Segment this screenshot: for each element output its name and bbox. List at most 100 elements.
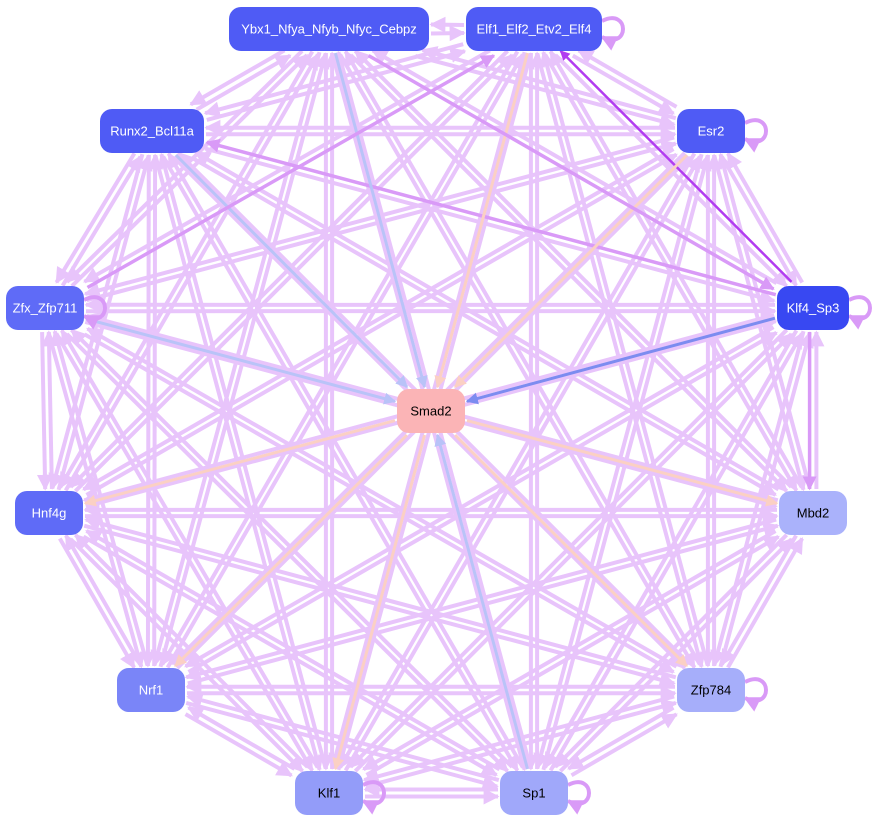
edge-elf1-to-ybx1 (429, 16, 465, 33)
edge-zfx-to-smad2 (85, 317, 397, 405)
node-box (6, 286, 84, 330)
edge-ybx1-to-elf1 (430, 25, 466, 42)
edge-esr2-to-ybx1 (420, 46, 677, 121)
node-label: Zfp784 (691, 683, 731, 698)
node-box (295, 771, 363, 815)
node-layer: Ybx1_Nfya_Nfyb_Nfyc_Cebpz Elf1_Elf2_Etv2_… (6, 7, 849, 815)
edge-smad2-to-hnf4g (83, 419, 396, 507)
edge-smad2-to-klf1 (332, 434, 427, 771)
node-box (100, 109, 204, 153)
edge-sp1-to-runx2 (166, 152, 525, 769)
node-label: Elf1_Elf2_Etv2_Elf4 (477, 22, 592, 37)
self-loop-elf1 (600, 16, 625, 51)
node-box (779, 491, 847, 535)
self-loop-zfx (82, 295, 107, 330)
edge-hnf4g-to-zfx (41, 330, 58, 489)
edge-nrf1-to-elf1 (165, 53, 525, 669)
node-box (229, 7, 429, 51)
edge-klf4-to-esr2 (726, 152, 804, 284)
edge-smad2-to-mbd2 (466, 419, 779, 507)
edge-zfp784-to-zfx (86, 326, 678, 669)
edge-layer (36, 16, 825, 805)
edge-runx2-to-elf1 (206, 47, 467, 122)
node-zfp784[interactable]: Zfp784 (677, 668, 745, 712)
edge-runx2-to-smad2 (174, 153, 409, 389)
node-label: Runx2_Bcl11a (110, 124, 194, 139)
edge-elf1-to-runx2 (203, 42, 464, 118)
node-klf1[interactable]: Klf1 (295, 771, 363, 815)
node-zfx[interactable]: Zfx_Zfp711 (6, 286, 84, 330)
self-loop-zfp784 (743, 677, 768, 712)
edge-zfx-to-hnf4g (36, 332, 53, 491)
node-mbd2[interactable]: Mbd2 (779, 491, 847, 535)
node-label: Klf1 (318, 786, 340, 801)
edge-smad2-to-zfp784 (454, 433, 688, 668)
node-box (677, 109, 745, 153)
edge-mbd2-to-zfp784 (720, 534, 798, 666)
self-loop-sp1 (566, 780, 591, 815)
node-label: Sp1 (522, 786, 545, 801)
node-box (397, 389, 465, 433)
node-label: Nrf1 (139, 683, 164, 698)
node-hnf4g[interactable]: Hnf4g (15, 491, 83, 535)
edge-runx2-to-ybx1 (195, 53, 292, 112)
self-loop-layer (82, 16, 872, 815)
edge-zfp784-to-sp1 (567, 705, 675, 771)
edge-klf1-to-zfx (60, 329, 320, 769)
edge-esr2-to-smad2 (453, 153, 689, 389)
edge-klf4-to-runx2 (205, 138, 777, 297)
edge-elf1-to-zfx (83, 48, 491, 284)
node-label: Ybx1_Nfya_Nfyb_Nfyc_Cebpz (241, 22, 417, 37)
edge-zfp784-to-mbd2 (726, 537, 804, 669)
edge-runx2-to-zfx (54, 152, 137, 284)
node-box (466, 7, 602, 51)
edge-smad2-to-nrf1 (174, 433, 408, 668)
edge-ybx1-to-runx2 (189, 48, 286, 107)
node-nrf1[interactable]: Nrf1 (117, 668, 185, 712)
edge-klf4-to-smad2 (465, 316, 776, 405)
node-esr2[interactable]: Esr2 (677, 109, 745, 153)
edge-zfx-to-elf1 (86, 54, 496, 290)
edge-esr2-to-klf4 (720, 155, 798, 287)
edge-zfp784-to-ybx1 (343, 50, 702, 666)
node-label: Smad2 (410, 404, 451, 419)
edge-mbd2-to-runx2 (194, 150, 780, 492)
edge-nrf1-to-klf1 (184, 712, 293, 778)
edge-klf1-to-nrf1 (187, 705, 296, 771)
node-ybx1[interactable]: Ybx1_Nfya_Nfyb_Nfyc_Cebpz (229, 7, 429, 51)
node-sp1[interactable]: Sp1 (500, 771, 568, 815)
edge-zfx-to-zfp784 (83, 332, 675, 674)
node-box (117, 668, 185, 712)
node-smad2[interactable]: Smad2 (397, 389, 465, 433)
edge-sp1-to-klf4 (548, 332, 804, 772)
edge-esr2-to-hnf4g (82, 147, 675, 492)
self-loop-klf1 (361, 780, 386, 815)
self-loop-esr2 (743, 118, 768, 153)
node-label: Hnf4g (32, 506, 67, 521)
edge-hnf4g-to-esr2 (85, 152, 678, 497)
node-klf4[interactable]: Klf4_Sp3 (777, 286, 849, 330)
edge-zfx-to-runx2 (60, 155, 143, 287)
node-label: Esr2 (698, 124, 725, 139)
node-runx2[interactable]: Runx2_Bcl11a (100, 109, 204, 153)
edge-ybx1-to-smad2 (333, 52, 428, 389)
edge-sp1-to-hnf4g (85, 529, 501, 772)
node-box (500, 771, 568, 815)
edge-hnf4g-to-nrf1 (58, 537, 136, 669)
node-box (677, 668, 745, 712)
node-label: Zfx_Zfp711 (13, 301, 78, 316)
node-label: Mbd2 (797, 506, 830, 521)
node-elf1[interactable]: Elf1_Elf2_Etv2_Elf4 (466, 7, 602, 51)
edge-sp1-to-zfp784 (570, 712, 678, 778)
self-loop-klf4 (847, 295, 872, 330)
edge-elf1-to-esr2 (571, 53, 675, 116)
edge-ybx1-to-klf4 (367, 54, 775, 291)
edge-runx2-to-nrf1 (139, 154, 156, 668)
edge-sp1-to-smad2 (434, 433, 529, 770)
node-box (777, 286, 849, 330)
edge-nrf1-to-hnf4g (64, 534, 142, 666)
node-label: Klf4_Sp3 (787, 301, 840, 316)
edge-esr2-to-elf1 (577, 48, 678, 109)
node-box (15, 491, 83, 535)
